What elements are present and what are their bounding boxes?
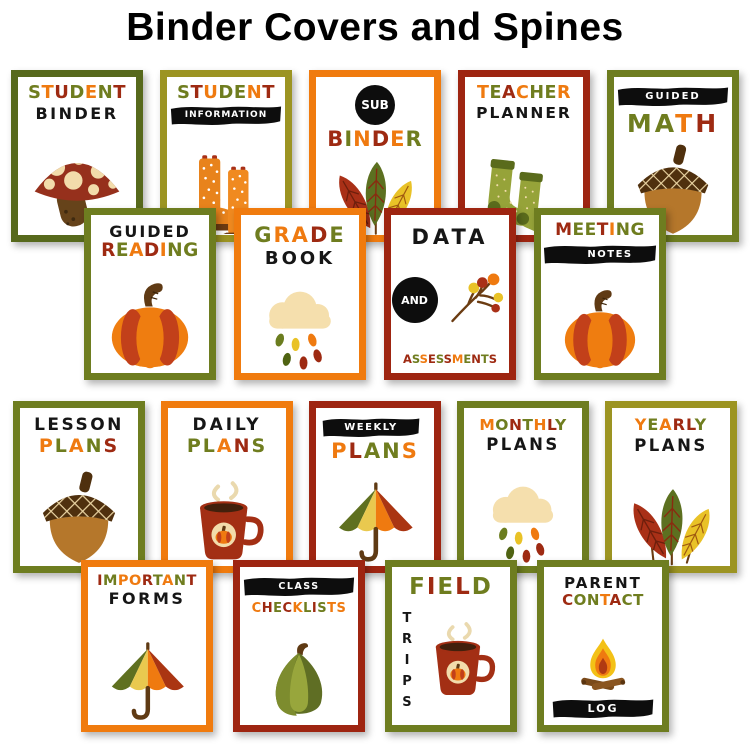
word-plans: PLANS [331, 439, 419, 463]
acorn-icon [23, 457, 135, 563]
word-book: BOOK [264, 248, 336, 270]
banner-label: NOTES [587, 248, 633, 260]
word-checklists: CHECKLISTS [251, 601, 347, 616]
circle-badge-label: SUB [361, 98, 389, 112]
ribbon-icon [243, 577, 355, 597]
word-parent: PARENT [564, 574, 642, 592]
banner-label: GUIDED [645, 91, 701, 102]
mushroom-icon [21, 123, 133, 232]
gourd-icon [243, 616, 355, 722]
word-contact: CONTACT [562, 590, 644, 609]
word-math: MATH [626, 109, 720, 138]
ribbon-banner: CLASS [242, 575, 356, 598]
word-monthly: MONTHLY [479, 416, 567, 434]
word-field: FIELD [409, 574, 493, 600]
and-berries-group: AND [391, 248, 509, 353]
banner-label: LOG [587, 702, 619, 715]
ribbon-banner: NOTES [542, 243, 658, 266]
word-reading: READING [101, 239, 199, 261]
circle-badge: SUB [355, 85, 395, 125]
word-plans: PLANS [38, 434, 120, 457]
word-student: STUDENT [28, 82, 126, 103]
binder-cover-class-checklists: CLASS CHECKLISTS [233, 560, 365, 732]
word-student: STUDENT [177, 82, 275, 103]
word-planner: PLANNER [476, 104, 572, 123]
ribbon-banner: INFORMATION [169, 104, 283, 127]
word-binder: BINDER [327, 127, 423, 151]
pumpkin-icon [94, 260, 206, 370]
ribbon-icon [170, 106, 282, 125]
rain-cloud-icon [244, 269, 356, 370]
banner-label: CLASS [278, 581, 320, 592]
banner-label: INFORMATION [184, 110, 268, 121]
word-guided: GUIDED [109, 222, 191, 241]
ribbon-icon [543, 245, 657, 264]
word-lesson: LESSON [34, 415, 124, 435]
word-yearly: YEARLY [634, 415, 708, 434]
page-title: Binder Covers and Spines [126, 6, 624, 49]
ribbon-icon [552, 699, 654, 719]
campfire-icon [547, 609, 659, 696]
autumn-leaves-icon [615, 454, 727, 566]
coffee-mug-icon [171, 457, 283, 563]
word-binder: BINDER [35, 103, 119, 123]
word-meeting: MEETING [555, 220, 645, 240]
word-data: DATA [411, 225, 489, 249]
pumpkin-icon [544, 267, 656, 370]
ribbon-banner: WEEKLY [321, 416, 421, 439]
word-plans: PLANS [634, 435, 708, 455]
word-daily: DAILY [192, 415, 262, 435]
word-plans: PLANS [186, 434, 268, 457]
banner-label: WEEKLY [344, 422, 398, 433]
word-important: IMPORTANT [97, 573, 197, 589]
rain-cloud-icon [467, 454, 579, 563]
word-forms: FORMS [108, 589, 186, 609]
berry-branch-icon [445, 273, 509, 328]
word-grade: GRADE [254, 223, 346, 247]
binder-cover-meeting-notes: MEETING NOTES [534, 208, 666, 380]
ribbon-banner: LOG [551, 697, 655, 720]
word-plans: PLANS [486, 435, 560, 455]
binder-cover-data-assessments: DATA AND ASSESSMENTS [384, 208, 516, 380]
word-assessments: ASSESSMENTS [402, 351, 497, 366]
coffee-mug-icon [419, 621, 503, 700]
circle-badge: AND [391, 277, 438, 324]
word-teacher: TEACHER [477, 83, 571, 103]
ribbon-icon [322, 418, 420, 438]
binder-cover-sub-binder: SUB BINDER [309, 70, 441, 242]
binder-cover-weekly-plans: WEEKLY PLANS [309, 401, 441, 573]
umbrella-icon [91, 608, 203, 722]
circle-badge-label: AND [401, 293, 428, 307]
ribbon-banner: GUIDED [616, 85, 730, 108]
umbrella-icon [319, 462, 431, 563]
ribbon-icon [617, 87, 729, 107]
